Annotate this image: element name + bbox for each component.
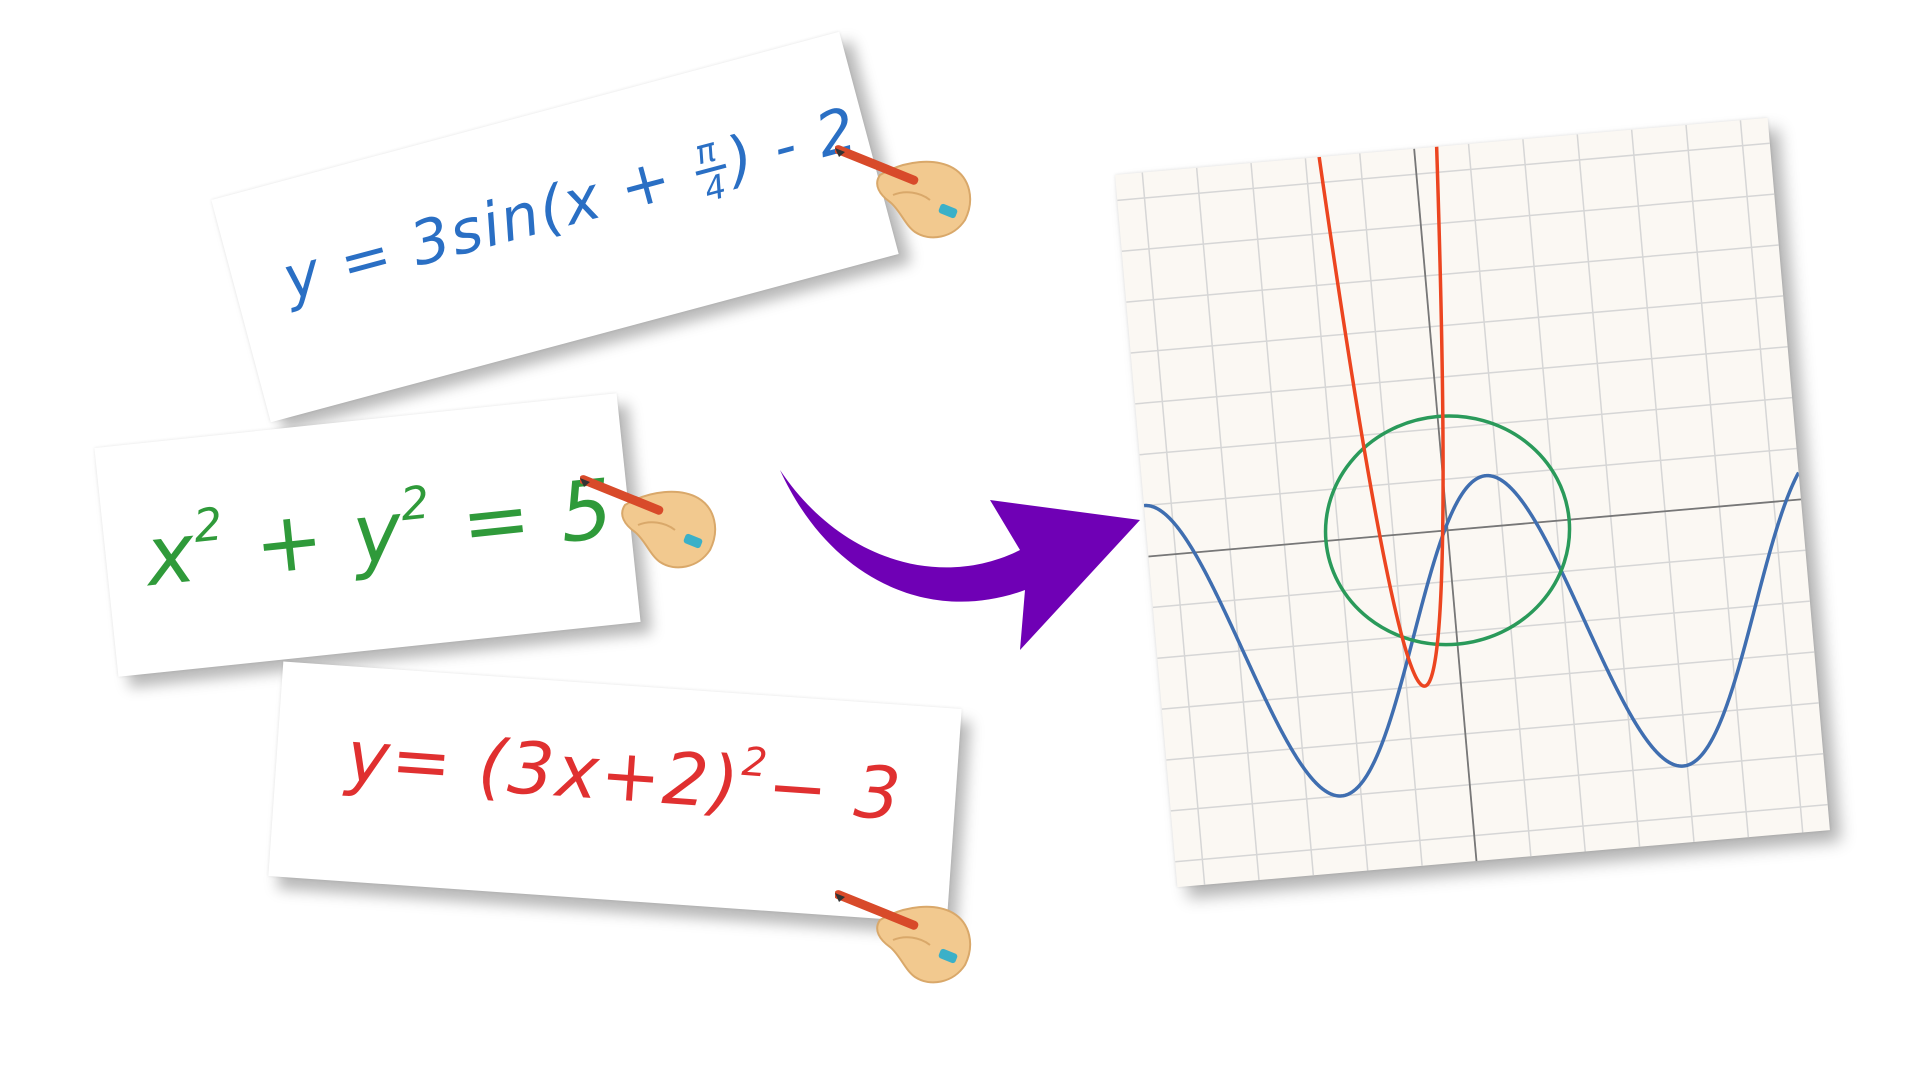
grid-line-vertical	[1195, 167, 1260, 881]
grid-line-horizontal	[1126, 244, 1779, 303]
x-axis	[1148, 498, 1802, 558]
equation-card-circle: x2 + y2 = 5	[94, 393, 641, 677]
graph-panel	[1115, 117, 1830, 888]
series-parabola	[1303, 117, 1445, 688]
function-graph	[1117, 117, 1828, 885]
grid-line-vertical	[1467, 143, 1532, 857]
grid-line-horizontal	[1157, 600, 1810, 659]
equation-circle: x2 + y2 = 5	[141, 456, 619, 606]
hand-writing-icon	[835, 890, 972, 984]
grid-line-horizontal	[1152, 549, 1806, 609]
grid-line-horizontal	[1139, 396, 1793, 456]
series-sine	[1142, 471, 1801, 798]
series-circle	[1323, 414, 1572, 647]
grid-line-vertical	[1576, 134, 1641, 847]
y-axis	[1413, 148, 1478, 862]
equation-sine-lhs: y = 3sin(x +	[275, 137, 701, 315]
arrow-shape	[780, 470, 1140, 650]
grid-line-vertical	[1739, 120, 1804, 833]
grid-line-horizontal	[1121, 193, 1775, 252]
grid-line-horizontal	[1143, 447, 1797, 507]
grid-line-vertical	[1304, 158, 1369, 871]
equation-parabola: y= (3x+2)2− 3	[343, 711, 906, 837]
grid-line-horizontal	[1175, 803, 1828, 863]
grid-line-horizontal	[1135, 346, 1788, 405]
grid-line-vertical	[1630, 129, 1695, 843]
grid-line-vertical	[1141, 172, 1206, 885]
equation-circle-plus: +	[222, 489, 359, 597]
exponent-square: 2	[740, 738, 771, 787]
grid-line-horizontal	[1161, 651, 1815, 710]
equation-parabola-rhs: − 3	[764, 743, 906, 837]
grid-line-horizontal	[1170, 753, 1824, 812]
grid-line-vertical	[1359, 153, 1423, 866]
curved-arrow-icon	[780, 470, 1140, 650]
hand-writing-icon	[835, 145, 972, 239]
grid-line-vertical	[1685, 124, 1750, 838]
grid-line-vertical	[1250, 162, 1315, 876]
grid-line-horizontal	[1166, 702, 1819, 761]
fraction-denominator: 4	[700, 166, 733, 210]
hand-writing-icon	[580, 475, 717, 569]
grid-line-horizontal	[1117, 142, 1770, 202]
grid-line-horizontal	[1130, 295, 1784, 354]
grid-line-vertical	[1522, 139, 1586, 852]
equation-parabola-lhs: y= (3x+2)	[343, 713, 744, 826]
